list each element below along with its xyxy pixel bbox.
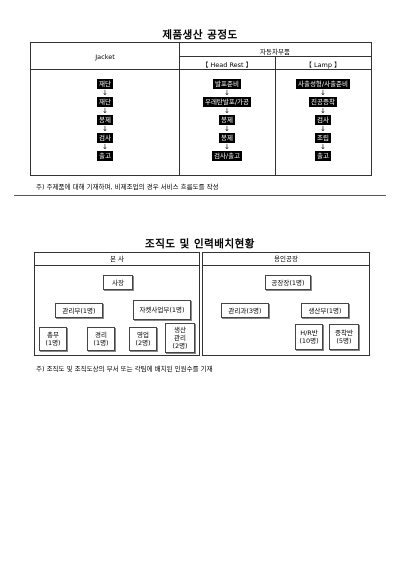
down-arrow-icon: ↓ xyxy=(224,125,230,133)
down-arrow-icon: ↓ xyxy=(320,107,326,115)
plant-panel: 용인공장 공장장(1명) 관리과(3명) 생산부(1명) H/R반 (10명) … xyxy=(202,252,370,356)
process-step: 조립 xyxy=(315,133,331,143)
org-note: 주) 조직도 및 조직도상의 부서 또는 각팀에 배치된 인원수를 기재 xyxy=(36,365,213,373)
down-arrow-icon: ↓ xyxy=(102,89,108,97)
org-box-production-mgmt: 생산 관리 (2명) xyxy=(165,323,195,353)
process-table: Jacket 자동차부품 【 Head Rest 】 【 Lamp 】 재단 ↓… xyxy=(30,42,372,176)
down-arrow-icon: ↓ xyxy=(102,107,108,115)
down-arrow-icon: ↓ xyxy=(320,125,326,133)
headrest-steps: 발포준비 ↓ 우레탄발포/가공 ↓ 봉제 ↓ 봉제 ↓ 검사/출고 xyxy=(179,79,275,161)
column-header-lamp: 【 Lamp 】 xyxy=(305,61,341,69)
org-box-accounting: 경리 (1명) xyxy=(87,327,115,351)
org-box-jacket-division: 자켓사업부(1명) xyxy=(133,300,191,320)
process-step: 검사 xyxy=(315,115,331,125)
lamp-steps: 사출성형/사출준비 ↓ 진공증착 ↓ 검사 ↓ 조립 ↓ 출고 xyxy=(275,79,371,161)
process-step: 우레탄발포/가공 xyxy=(202,97,252,107)
down-arrow-icon: ↓ xyxy=(102,143,108,151)
column-header-headrest: 【 Head Rest 】 xyxy=(201,61,253,69)
process-step: 출고 xyxy=(315,151,331,161)
process-step: 봉제 xyxy=(219,115,235,125)
org-box-admin-dept: 관리부(1명) xyxy=(55,303,103,318)
org-box-sales: 영업 (2명) xyxy=(129,327,157,351)
column-header-jacket: Jacket xyxy=(95,53,115,61)
org-box-ceo: 사장 xyxy=(103,275,133,290)
org-box-general-affairs: 총무 (1명) xyxy=(39,327,67,351)
plant-header: 용인공장 xyxy=(203,253,369,266)
process-title: 제품생산 공정도 xyxy=(162,29,238,41)
process-step: 재단 xyxy=(97,97,113,107)
process-step: 진공증착 xyxy=(309,97,337,107)
jacket-steps: 재단 ↓ 재단 ↓ 봉제 ↓ 검사 ↓ 출고 xyxy=(31,79,179,161)
hq-header: 본 사 xyxy=(35,253,199,266)
process-step: 발포준비 xyxy=(213,79,241,89)
down-arrow-icon: ↓ xyxy=(320,143,326,151)
process-step: 사출성형/사출준비 xyxy=(295,79,351,89)
org-box-plant-manager: 공장장(1명) xyxy=(265,275,311,290)
down-arrow-icon: ↓ xyxy=(224,89,230,97)
org-box-hr-team: H/R반 (10명) xyxy=(295,324,323,350)
org-title: 조직도 및 인력배치현황 xyxy=(145,238,255,250)
down-arrow-icon: ↓ xyxy=(102,125,108,133)
org-box-deposition-team: 중착반 (5명) xyxy=(329,324,359,350)
process-step: 재단 xyxy=(97,79,113,89)
down-arrow-icon: ↓ xyxy=(320,89,326,97)
header-auto-parts: 자동차부품 xyxy=(260,48,290,56)
down-arrow-icon: ↓ xyxy=(224,107,230,115)
org-box-admin-section: 관리과(3명) xyxy=(221,303,269,318)
org-box-production-dept: 생산부(1명) xyxy=(301,303,349,318)
down-arrow-icon: ↓ xyxy=(224,143,230,151)
process-step: 봉제 xyxy=(219,133,235,143)
hq-panel: 본 사 사장 관리부(1명) 자켓사업부(1명) 총무 (1명) 경리 (1명)… xyxy=(34,252,200,356)
divider xyxy=(14,195,386,196)
process-step: 검사/출고 xyxy=(211,151,243,161)
process-step: 출고 xyxy=(97,151,113,161)
process-step: 검사 xyxy=(97,133,113,143)
process-step: 봉제 xyxy=(97,115,113,125)
process-note: 주) 주제품에 대해 기재하며, 비제조업의 경우 서비스 흐름도를 작성 xyxy=(36,183,219,191)
